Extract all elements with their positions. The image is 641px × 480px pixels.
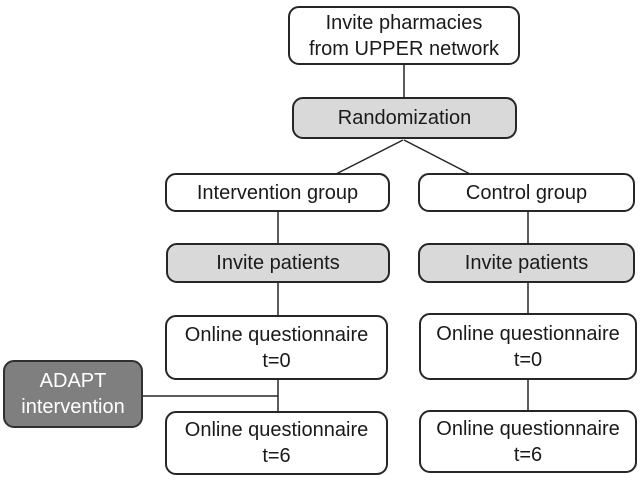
- node-invite-pharmacies: Invite pharmacies from UPPER network: [288, 6, 520, 65]
- connector-randomization-intervention: [335, 139, 404, 175]
- connector-randomization-control: [403, 139, 471, 175]
- node-questionnaire-t6-intervention: Online questionnaire t=6: [165, 411, 388, 475]
- node-intervention-group: Intervention group: [165, 173, 390, 212]
- node-randomization: Randomization: [292, 97, 517, 139]
- node-questionnaire-t0-control: Online questionnaire t=0: [419, 313, 637, 380]
- node-questionnaire-t6-control: Online questionnaire t=6: [419, 410, 637, 473]
- node-invite-patients-intervention: Invite patients: [166, 243, 390, 283]
- node-control-group: Control group: [418, 173, 635, 212]
- node-questionnaire-t0-intervention: Online questionnaire t=0: [165, 315, 388, 380]
- node-adapt-intervention: ADAPT intervention: [3, 360, 143, 428]
- node-invite-patients-control: Invite patients: [418, 243, 635, 283]
